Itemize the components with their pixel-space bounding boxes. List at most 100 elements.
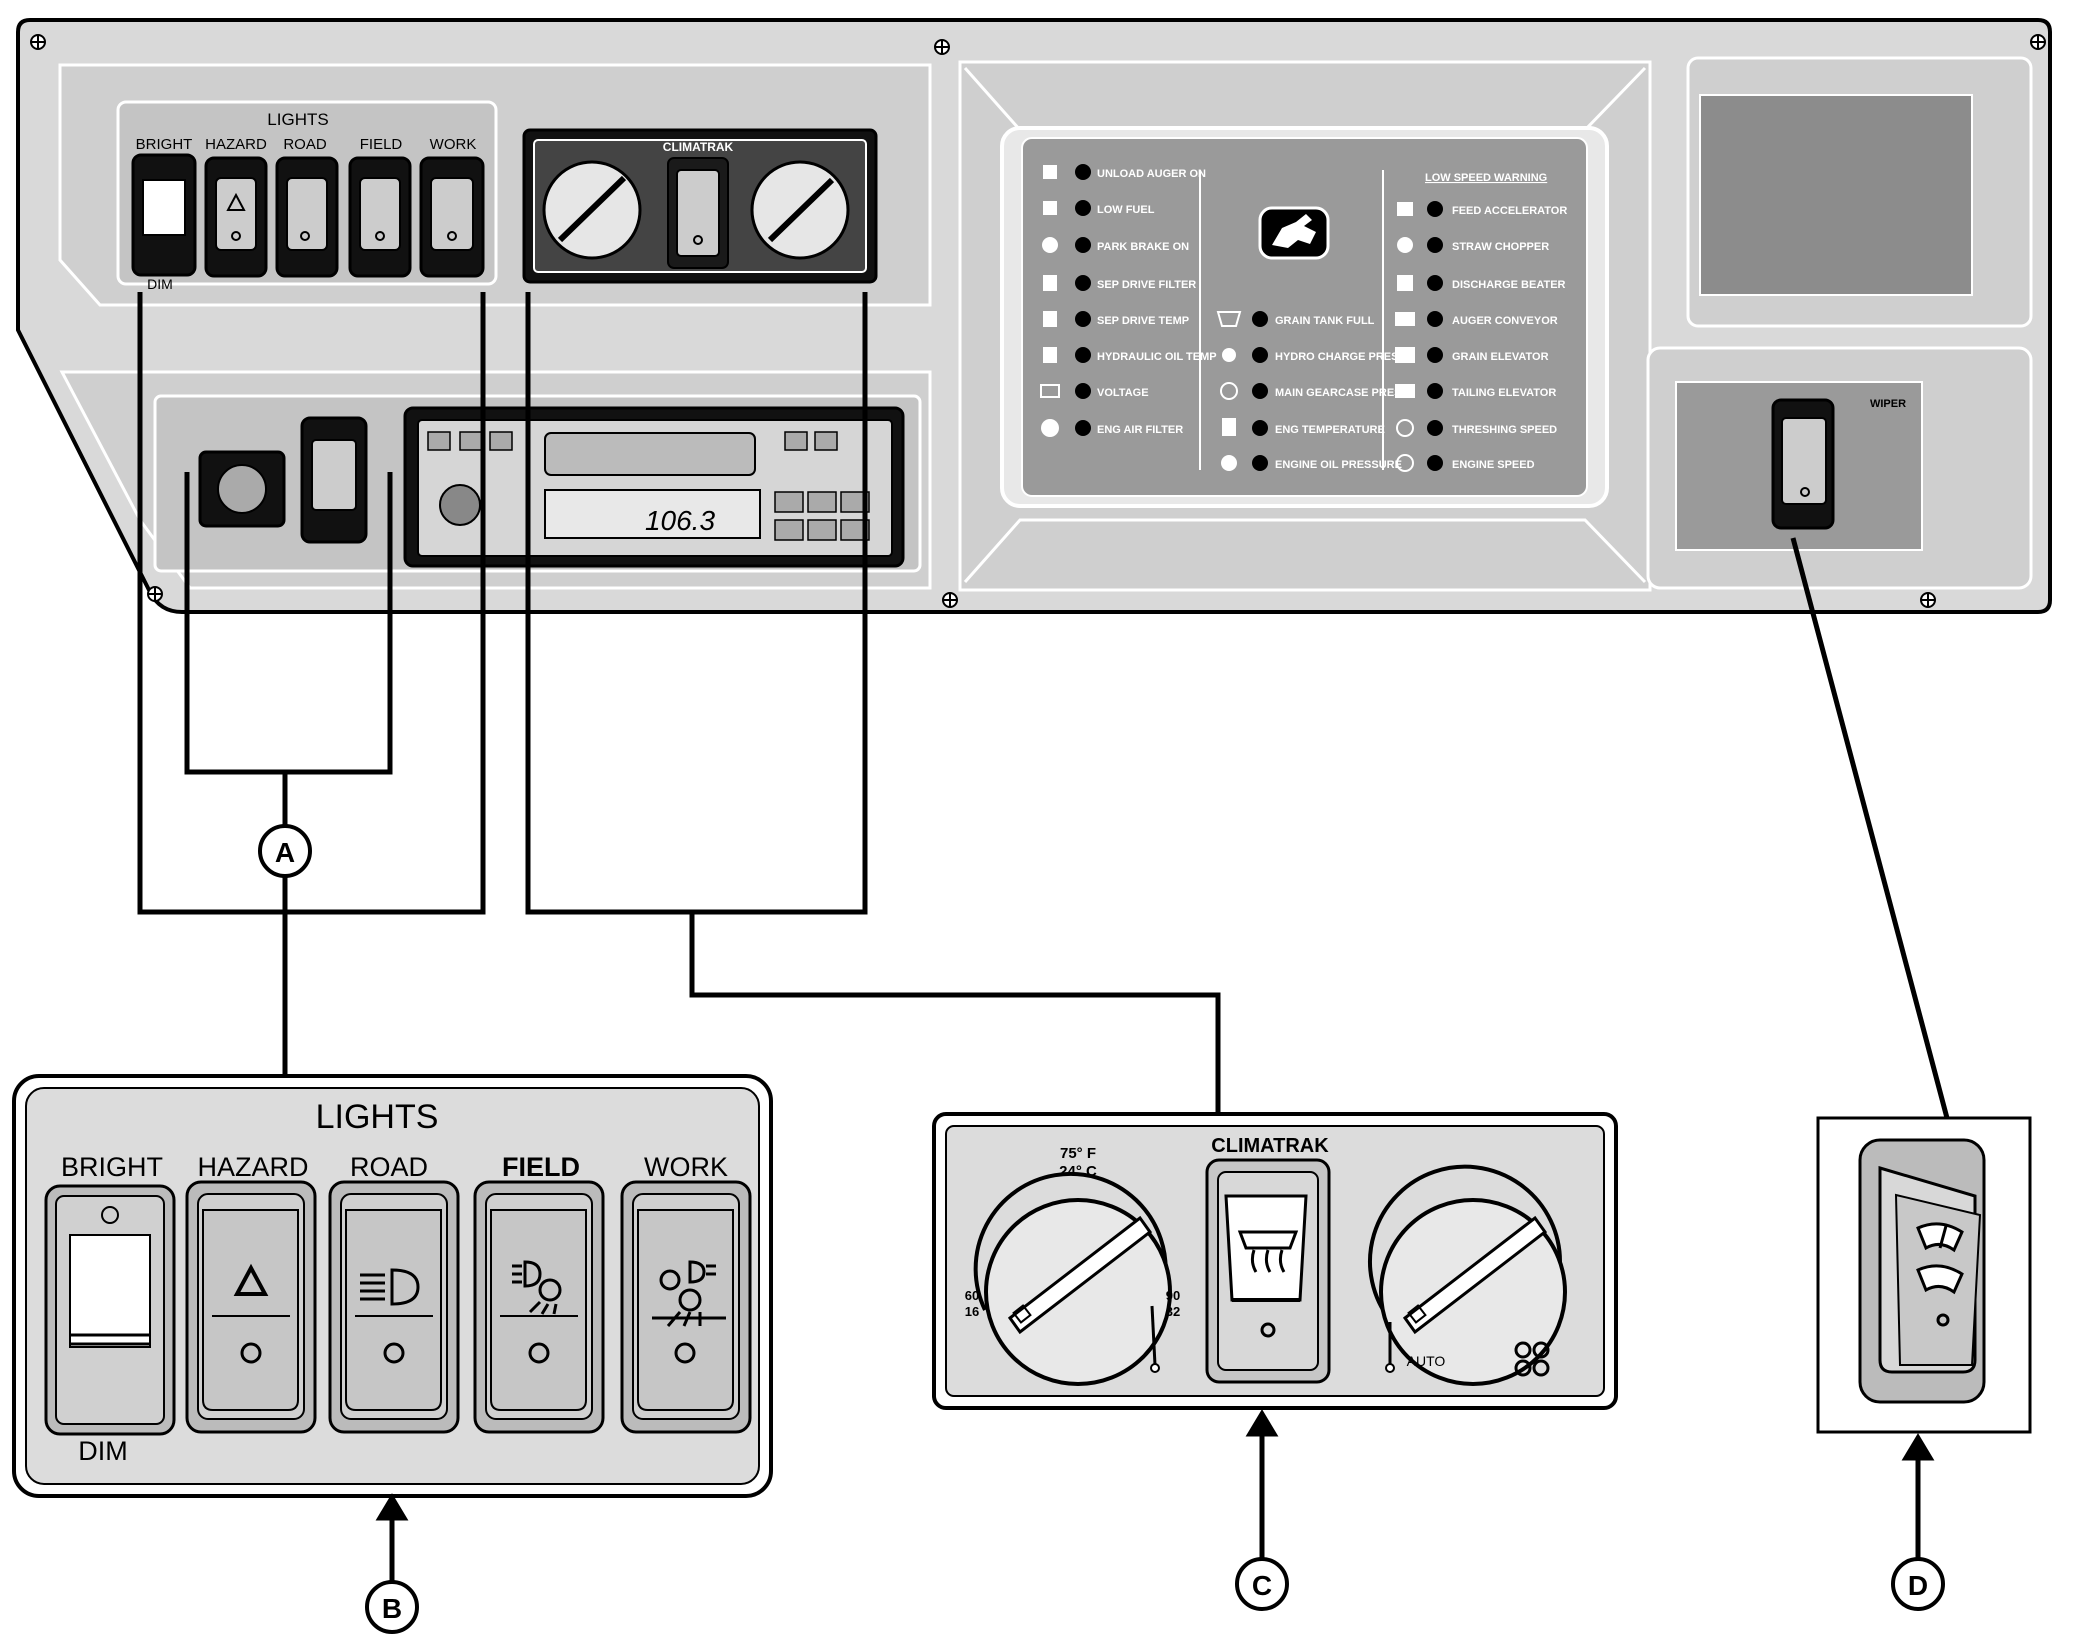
radio-tape-slot bbox=[544, 432, 756, 476]
warning-lights-panel: UNLOAD AUGER ON LOW FUEL PARK BRAKE ON S… bbox=[1040, 164, 1567, 472]
dash-road-label: ROAD bbox=[283, 136, 327, 153]
warning-right-7: ENGINE SPEED bbox=[1396, 454, 1535, 472]
dash-hazard-label: HAZARD bbox=[205, 136, 267, 153]
dash-lower-controls: 106.3 bbox=[198, 406, 905, 568]
temp-right-label: 90 bbox=[1166, 1288, 1180, 1303]
defrost-switch[interactable] bbox=[1205, 1158, 1331, 1384]
warning-center-2: MAIN GEARCASE PRES bbox=[1220, 382, 1402, 400]
detail-work-switch[interactable] bbox=[620, 1180, 752, 1434]
detail-bright-dim-switch[interactable] bbox=[44, 1184, 176, 1436]
detail-dome-light-icon bbox=[101, 1206, 119, 1224]
dash-wiper-label: WIPER bbox=[1870, 398, 1906, 410]
panel-screws bbox=[30, 34, 2046, 608]
svg-text:HYDRO CHARGE PRES: HYDRO CHARGE PRES bbox=[1275, 351, 1398, 363]
dash-lights-cluster: LIGHTS BRIGHT HAZARD ROAD FIELD WORK DIM bbox=[131, 110, 485, 292]
svg-text:FEED ACCELERATOR: FEED ACCELERATOR bbox=[1452, 205, 1567, 217]
detail-work-label: WORK bbox=[644, 1152, 728, 1182]
callout-d-label: D bbox=[1908, 1570, 1928, 1601]
svg-text:THRESHING SPEED: THRESHING SPEED bbox=[1452, 424, 1557, 436]
svg-text:VOLTAGE: VOLTAGE bbox=[1097, 387, 1149, 399]
svg-text:DISCHARGE BEATER: DISCHARGE BEATER bbox=[1452, 279, 1566, 291]
wiper-switch[interactable] bbox=[1858, 1138, 1986, 1404]
dash-lights-title: LIGHTS bbox=[267, 110, 328, 129]
svg-text:ENGINE OIL PRESSURE: ENGINE OIL PRESSURE bbox=[1275, 459, 1402, 471]
work-light-icon bbox=[652, 1260, 726, 1327]
temp-top-label: 75° F bbox=[1060, 1145, 1096, 1162]
callout-b-label: B bbox=[382, 1593, 402, 1624]
auto-label: AUTO bbox=[1407, 1353, 1446, 1369]
svg-text:GRAIN TANK FULL: GRAIN TANK FULL bbox=[1275, 315, 1375, 327]
hazard-triangle-icon bbox=[233, 1263, 269, 1296]
detail-bright-label: BRIGHT bbox=[61, 1152, 163, 1182]
dash-bright-label: BRIGHT bbox=[136, 136, 193, 153]
svg-text:SEP DRIVE TEMP: SEP DRIVE TEMP bbox=[1097, 315, 1189, 327]
radio-volume-knob[interactable] bbox=[439, 484, 481, 526]
warning-center-1: HYDRO CHARGE PRES bbox=[1222, 347, 1398, 363]
radio-display bbox=[544, 489, 761, 539]
dash-hazard-icon bbox=[226, 192, 246, 211]
detail-climatrak-panel: CLIMATRAK 75° F 24° C 60 16 90 32 bbox=[932, 1112, 1618, 1410]
warning-left-1: LOW FUEL bbox=[1043, 200, 1155, 216]
warning-center-4: ENGINE OIL PRESSURE bbox=[1221, 455, 1402, 471]
svg-text:MAIN GEARCASE PRES: MAIN GEARCASE PRES bbox=[1275, 387, 1402, 399]
detail-wiper-panel bbox=[1816, 1116, 2032, 1434]
detail-lights-title: LIGHTS bbox=[316, 1098, 439, 1136]
callout-b: B bbox=[365, 1580, 419, 1634]
callout-c: C bbox=[1235, 1557, 1289, 1611]
warning-right-1: STRAW CHOPPER bbox=[1397, 237, 1549, 253]
detail-climatrak-title: CLIMATRAK bbox=[1211, 1135, 1329, 1157]
detail-field-switch[interactable] bbox=[473, 1180, 605, 1434]
warning-right-2: DISCHARGE BEATER bbox=[1397, 275, 1566, 291]
warning-center-3: ENG TEMPERATURE bbox=[1222, 418, 1385, 436]
temperature-knob[interactable] bbox=[973, 1171, 1172, 1386]
dash-wiper: WIPER bbox=[1771, 398, 1906, 530]
detail-hazard-label: HAZARD bbox=[197, 1152, 308, 1182]
low-speed-warning-title: LOW SPEED WARNING bbox=[1425, 172, 1547, 184]
svg-text:LOW FUEL: LOW FUEL bbox=[1097, 204, 1155, 216]
svg-text:STRAW CHOPPER: STRAW CHOPPER bbox=[1452, 241, 1549, 253]
detail-lights-panel: LIGHTS BRIGHT HAZARD ROAD FIELD WORK DIM bbox=[12, 1074, 773, 1498]
dash-bright-rocker bbox=[142, 179, 186, 236]
warning-right-3: AUGER CONVEYOR bbox=[1395, 311, 1558, 327]
warning-column-center: GRAIN TANK FULL HYDRO CHARGE PRES MAIN G… bbox=[1216, 311, 1402, 471]
dash-dim-label: DIM bbox=[147, 276, 173, 292]
svg-text:ENGINE SPEED: ENGINE SPEED bbox=[1452, 459, 1535, 471]
svg-text:ENG AIR FILTER: ENG AIR FILTER bbox=[1097, 424, 1183, 436]
detail-field-label: FIELD bbox=[502, 1152, 580, 1182]
callout-a: A bbox=[258, 824, 312, 878]
callout-a-label: A bbox=[275, 837, 295, 868]
leader-lines bbox=[137, 292, 1950, 1119]
dash-climatrak: CLIMATRAK bbox=[522, 128, 878, 284]
dash-climatrak-title: CLIMATRAK bbox=[663, 140, 734, 154]
fan-speed-knob[interactable] bbox=[1368, 1164, 1567, 1386]
svg-text:AUGER CONVEYOR: AUGER CONVEYOR bbox=[1452, 315, 1558, 327]
callout-d: D bbox=[1891, 1557, 1945, 1611]
detail-hazard-switch[interactable] bbox=[185, 1180, 317, 1434]
headlight-icon bbox=[360, 1268, 420, 1306]
warning-left-2: PARK BRAKE ON bbox=[1042, 237, 1189, 253]
temp-left-label-c: 16 bbox=[965, 1304, 979, 1319]
warning-column-right: LOW SPEED WARNING FEED ACCELERATOR STRAW… bbox=[1395, 172, 1567, 472]
detail-dim-label: DIM bbox=[78, 1436, 128, 1466]
temp-left-label: 60 bbox=[965, 1288, 979, 1303]
callout-c-label: C bbox=[1252, 1570, 1272, 1601]
wiper-icon bbox=[1916, 1222, 1964, 1295]
detail-road-switch[interactable] bbox=[328, 1180, 460, 1434]
warning-column-left: UNLOAD AUGER ON LOW FUEL PARK BRAKE ON S… bbox=[1040, 164, 1217, 437]
svg-text:ENG TEMPERATURE: ENG TEMPERATURE bbox=[1275, 424, 1385, 436]
temp-right-label-c: 32 bbox=[1166, 1304, 1180, 1319]
svg-text:GRAIN ELEVATOR: GRAIN ELEVATOR bbox=[1452, 351, 1549, 363]
svg-text:HYDRAULIC OIL TEMP: HYDRAULIC OIL TEMP bbox=[1097, 351, 1217, 363]
svg-text:TAILING ELEVATOR: TAILING ELEVATOR bbox=[1452, 387, 1556, 399]
warning-left-0: UNLOAD AUGER ON bbox=[1043, 164, 1206, 180]
warning-right-0: FEED ACCELERATOR bbox=[1397, 201, 1567, 217]
fan-icon bbox=[1514, 1341, 1550, 1377]
dash-field-label: FIELD bbox=[360, 136, 403, 153]
warning-left-6: VOLTAGE bbox=[1040, 383, 1149, 399]
svg-text:SEP DRIVE FILTER: SEP DRIVE FILTER bbox=[1097, 279, 1196, 291]
temp-top-label-c: 24° C bbox=[1059, 1163, 1097, 1180]
detail-road-label: ROAD bbox=[350, 1152, 428, 1182]
radio-frequency: 106.3 bbox=[645, 505, 715, 536]
